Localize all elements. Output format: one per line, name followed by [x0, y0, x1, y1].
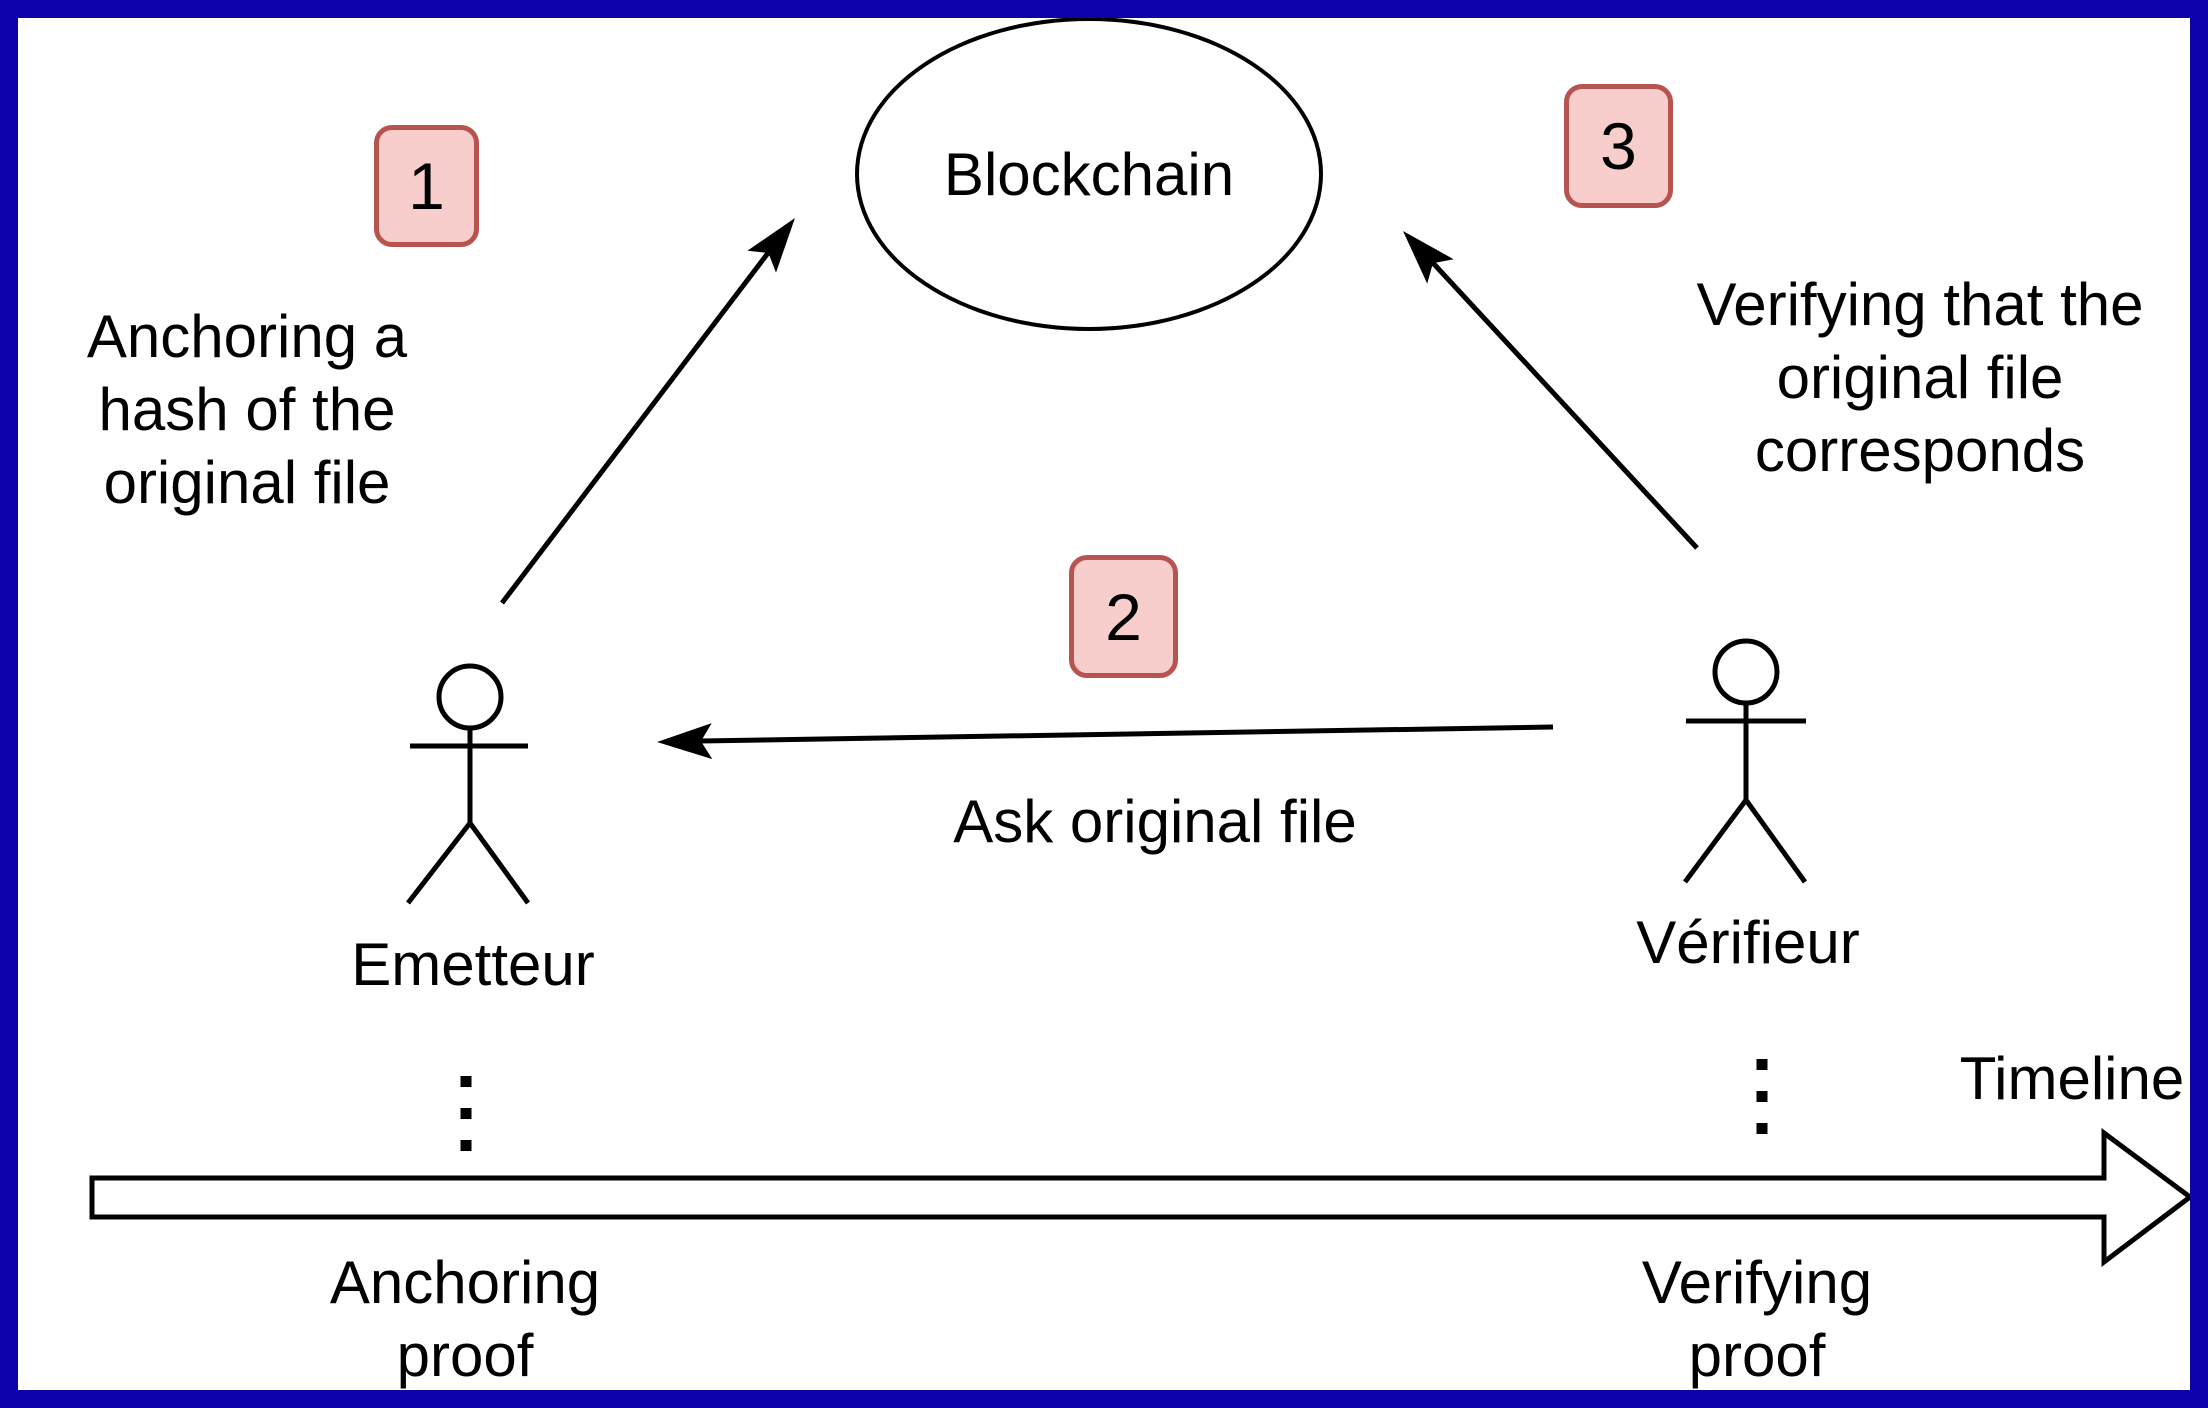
step-number: 2: [1105, 579, 1142, 654]
step-badge-1: 1: [374, 125, 479, 247]
step-number: 1: [408, 149, 445, 223]
caption-line: proof: [1688, 1322, 1826, 1389]
step-number: 3: [1600, 109, 1637, 183]
note-line: original file: [103, 449, 391, 516]
caption-line: Verifying: [1641, 1249, 1873, 1316]
actor-name: Emetteur: [351, 931, 595, 998]
ask-original-file-label: Ask original file: [953, 785, 1357, 858]
timeline-label: Timeline: [1960, 1042, 2185, 1115]
verifier-actor-icon: [1682, 638, 1808, 884]
note-line: Ask original file: [953, 788, 1357, 855]
anchor-arrow: [500, 218, 795, 605]
anchoring-note: Anchoring a hash of the original file: [87, 300, 407, 519]
caption-line: Timeline: [1959, 1045, 2185, 1112]
verifier-label: Vérifieur: [1636, 906, 1859, 979]
anchoring-proof-label: Anchoring proof: [330, 1246, 600, 1392]
step-badge-3: 3: [1564, 84, 1673, 208]
verify-arrow: [1403, 231, 1699, 550]
actor-name: Vérifieur: [1636, 909, 1860, 976]
note-line: Verifying that the: [1696, 271, 2144, 338]
note-line: original file: [1776, 344, 2064, 411]
note-line: hash of the: [98, 376, 396, 443]
verifying-note: Verifying that the original file corresp…: [1697, 268, 2144, 487]
timeline-arrow: [89, 1128, 2195, 1268]
ask-arrow: [657, 723, 1554, 760]
blockchain-node: Blockchain: [855, 17, 1323, 331]
caption-line: Anchoring: [329, 1249, 601, 1316]
step-badge-2: 2: [1069, 555, 1178, 678]
emitter-actor-icon: [406, 663, 531, 905]
emitter-label: Emetteur: [351, 928, 594, 1001]
verifying-proof-label: Verifying proof: [1642, 1246, 1872, 1392]
note-line: corresponds: [1754, 417, 2086, 484]
caption-line: proof: [396, 1322, 534, 1389]
note-line: Anchoring a: [86, 303, 408, 370]
blockchain-label: Blockchain: [943, 140, 1235, 208]
